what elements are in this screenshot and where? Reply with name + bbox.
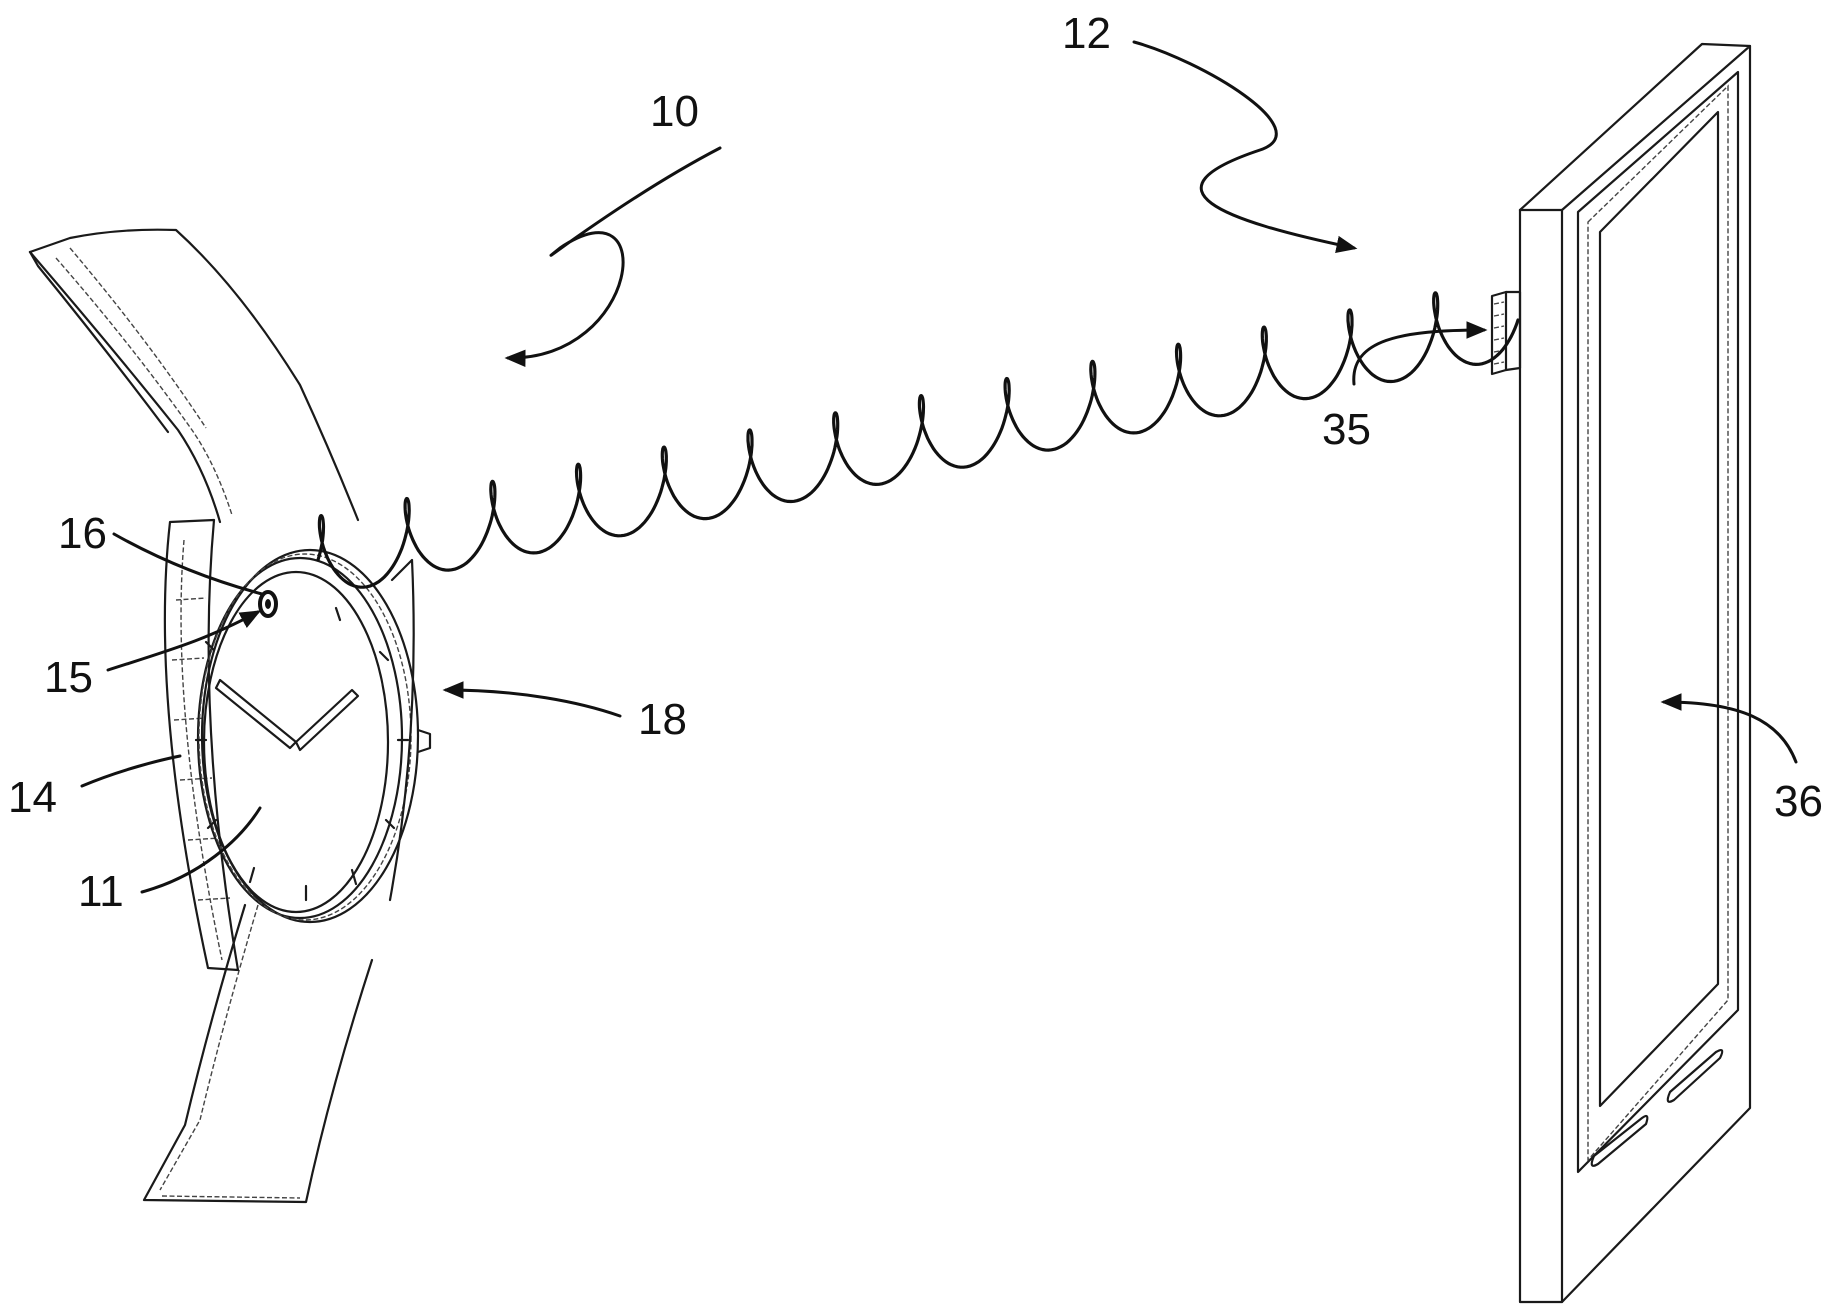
ref-36: 36 [1774, 777, 1823, 826]
ref-35: 35 [1322, 405, 1371, 454]
ref-10: 10 [650, 87, 699, 136]
lower-strap [144, 905, 372, 1202]
ref-15: 15 [44, 653, 93, 702]
leader-18 [446, 690, 620, 716]
leader-14 [82, 756, 180, 786]
upper-strap [30, 230, 358, 522]
mobile-device [1492, 44, 1750, 1302]
ref-14: 14 [8, 773, 57, 822]
light-emitter-sensor [260, 592, 276, 616]
leader-16 [114, 534, 262, 594]
ref-12: 12 [1062, 9, 1111, 58]
leader-10 [508, 148, 720, 358]
leader-36 [1664, 702, 1796, 762]
reference-numerals: 10 12 35 36 18 16 15 14 11 [8, 9, 1823, 916]
ref-16: 16 [58, 509, 107, 558]
leader-12 [1134, 42, 1354, 248]
wristwatch [30, 230, 430, 1202]
leaders [82, 42, 1796, 892]
leader-15 [108, 612, 258, 670]
ref-18: 18 [638, 695, 687, 744]
ref-11: 11 [78, 867, 124, 916]
